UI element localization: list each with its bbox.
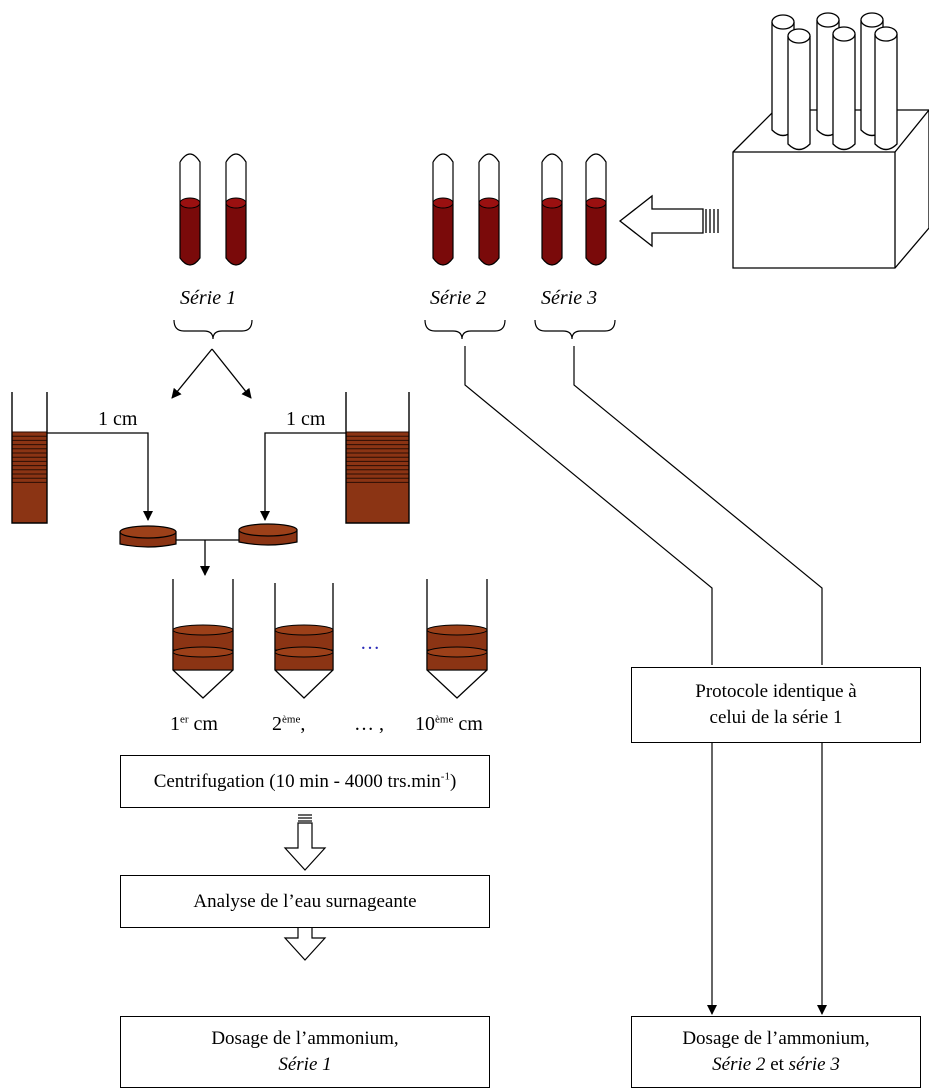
serie3-path — [573, 346, 827, 1015]
slice-right — [238, 523, 298, 546]
centrifuge-tube — [426, 579, 488, 699]
slice-left — [119, 525, 177, 548]
centrifugation-text: Centrifugation (10 min - 4000 trs.min-1) — [153, 770, 457, 792]
rack-tube — [874, 26, 898, 151]
label-first-cm: 1er cm — [170, 713, 218, 735]
blood-tube — [225, 153, 247, 266]
centrifuge-tube — [274, 583, 334, 699]
label-tenth-cm: 10ème cm — [415, 713, 483, 735]
analyse-box: Analyse de l’eau surnageante — [120, 875, 490, 928]
blood-tube — [478, 153, 500, 266]
dosage23-line2: Série 2 et série 3 — [712, 1054, 840, 1075]
label-serie2: Série 2 — [430, 287, 487, 309]
brace-serie2 — [424, 319, 506, 340]
ellipsis-tubes: … — [360, 632, 383, 654]
blood-tube — [541, 153, 563, 266]
sediment-core — [345, 392, 410, 524]
split-arrows — [171, 348, 252, 399]
blood-tube — [179, 153, 201, 266]
dosage1-box: Dosage de l’ammonium, Série 1 — [120, 1016, 490, 1088]
centrifugation-box: Centrifugation (10 min - 4000 trs.min-1) — [120, 755, 490, 808]
brace-serie1 — [173, 319, 253, 340]
dosage1-line1: Dosage de l’ammonium, — [211, 1028, 399, 1050]
depth-arrows — [47, 432, 346, 521]
blood-tube — [585, 153, 607, 266]
label-depth-left: 1 cm — [98, 408, 138, 430]
protocole-line2: celui de la série 1 — [709, 707, 843, 728]
protocole-box: Protocole identique à celui de la série … — [631, 667, 921, 743]
blood-tube — [432, 153, 454, 266]
protocole-line1: Protocole identique à — [695, 681, 857, 703]
slice-connector — [176, 539, 239, 576]
hollow-arrow-1 — [283, 814, 327, 871]
brace-serie3 — [534, 319, 616, 340]
tube-rack — [732, 12, 929, 269]
rack-tube — [832, 26, 856, 151]
rack-tube — [787, 28, 811, 151]
serie2-path — [464, 346, 717, 1015]
sediment-core — [11, 392, 48, 524]
transfer-arrow — [618, 194, 719, 248]
centrifuge-tube — [172, 579, 234, 699]
label-ellipsis-row: … , — [354, 713, 384, 735]
analyse-text: Analyse de l’eau surnageante — [193, 890, 417, 912]
label-serie1: Série 1 — [180, 287, 237, 309]
dosage23-box: Dosage de l’ammonium, Série 2 et série 3 — [631, 1016, 921, 1088]
label-serie3: Série 3 — [541, 287, 598, 309]
dosage1-line2: Série 1 — [278, 1054, 332, 1075]
label-depth-right: 1 cm — [286, 408, 326, 430]
dosage23-line1: Dosage de l’ammonium, — [682, 1028, 870, 1050]
label-second: 2ème, — [272, 713, 306, 735]
